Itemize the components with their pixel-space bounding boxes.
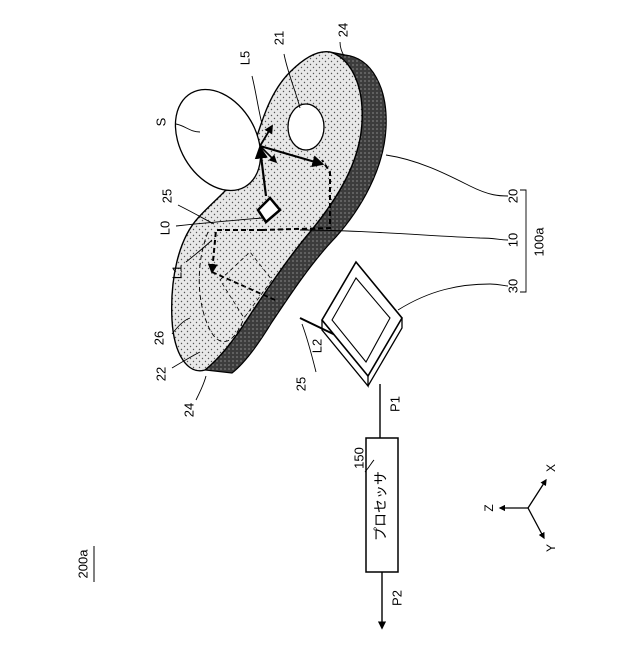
- axis-z-label: Z: [482, 504, 496, 511]
- label-l0: L0: [157, 221, 172, 235]
- label-10: 10: [505, 233, 520, 247]
- label-l2: L2: [309, 339, 324, 353]
- label-21: 21: [271, 31, 286, 45]
- hole-21: [288, 104, 324, 150]
- label-150: 150: [351, 447, 366, 469]
- label-p2: P2: [389, 590, 404, 606]
- label-l5: L5: [237, 51, 252, 65]
- label-l1: L1: [169, 265, 184, 279]
- label-20: 20: [505, 189, 520, 203]
- label-p1: P1: [387, 396, 402, 412]
- axes-indicator: Z X Y: [482, 464, 558, 552]
- label-s: S: [153, 117, 168, 126]
- axis-y-label: Y: [544, 544, 558, 552]
- processor-150-label: プロセッサ: [373, 471, 389, 541]
- label-30: 30: [505, 279, 520, 293]
- label-25-left: 25: [159, 189, 174, 203]
- label-22: 22: [153, 367, 168, 381]
- label-25-bottom: 25: [293, 377, 308, 391]
- label-100a: 100a: [531, 227, 546, 257]
- label-24-top: 24: [335, 23, 350, 37]
- label-26: 26: [151, 331, 166, 345]
- axis-x-label: X: [544, 464, 558, 472]
- label-24-bottom: 24: [181, 403, 196, 417]
- figure-reference: 200a: [75, 549, 90, 579]
